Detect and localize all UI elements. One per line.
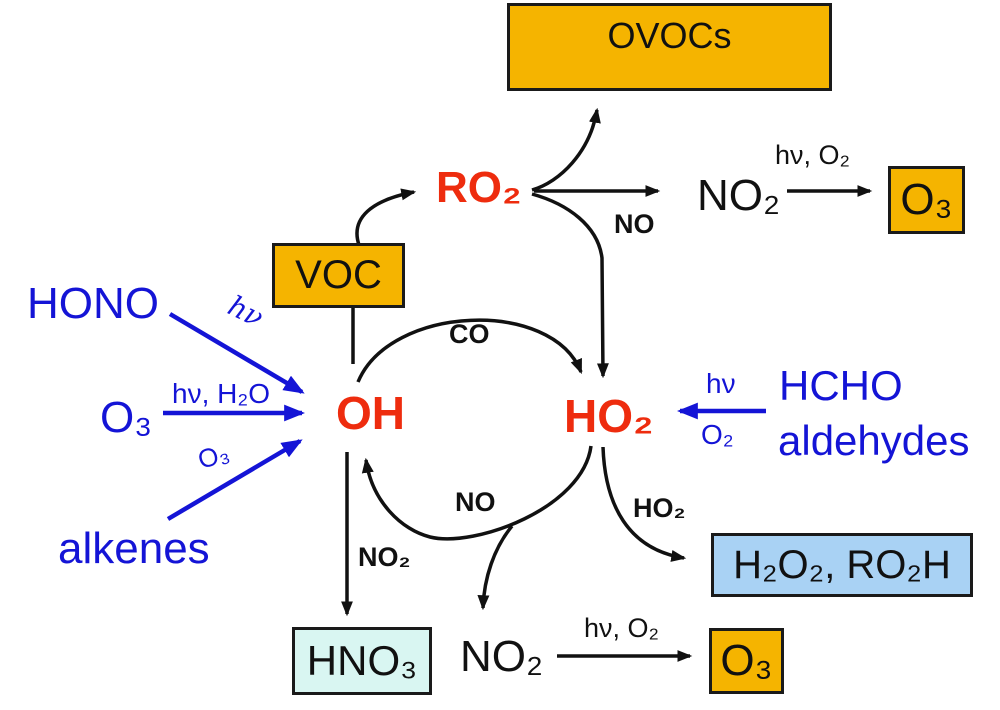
arrow-voc-to-ro2 [355, 188, 417, 246]
hno3-box-label: HNO₃ [306, 637, 418, 684]
no-ro2-label: NO [614, 209, 655, 239]
hv-h2o-label: hν, H₂O [172, 378, 270, 409]
hno3-box: HNO₃ [292, 627, 432, 695]
ovocs-box: OVOCs [507, 3, 832, 91]
ovocs-box-label: OVOCs [607, 15, 732, 56]
alkenes-label: alkenes [58, 524, 210, 573]
hono-label: HONO [27, 279, 159, 328]
voc-box: VOC [272, 243, 405, 308]
aldehydes-label: aldehydes [778, 417, 970, 464]
no2-oh-label: NO₂ [358, 542, 411, 572]
hv-o2-bottom-label: hν, O₂ [584, 613, 660, 643]
co-label: CO [449, 319, 490, 349]
oh-label: OH [336, 387, 405, 439]
arrow-ho2-to-oh-no-arc [361, 445, 593, 541]
no2-top-label: NO₂ [697, 171, 781, 220]
o2-hcho-label: O₂ [701, 419, 734, 450]
hv-hcho-label: hν [706, 368, 736, 399]
hcho-label: HCHO [779, 362, 903, 409]
no2-bottom-label: NO₂ [460, 632, 544, 681]
ho2-label: HO₂ [564, 390, 654, 442]
o3-box-top: O₃ [888, 166, 965, 234]
peroxides-box: H₂O₂, RO₂H [711, 533, 973, 597]
o3-box-top-label: O₃ [900, 175, 953, 224]
arrow-ro2-to-ovocs [531, 107, 601, 192]
no-cycle-label: NO [455, 487, 496, 517]
arrow-cycle-to-no2-bottom [477, 524, 514, 611]
arrow-ho2-to-peroxides [601, 446, 687, 562]
o3-box-bottom-label: O₃ [720, 636, 773, 685]
o3-box-bottom: O₃ [709, 628, 784, 694]
arrow-alkenes-to-oh [166, 439, 303, 521]
arrow-oh-to-ho2-co-arc [356, 318, 583, 383]
ro2-label: RO₂ [436, 163, 522, 212]
o3-source-label: O₃ [100, 393, 153, 442]
ho2-peroxide-label: HO₂ [633, 493, 686, 523]
voc-box-label: VOC [295, 253, 382, 297]
arrow-hono-to-oh [168, 312, 305, 394]
arrow-ro2-to-ho2 [531, 192, 609, 379]
hv-o2-top-label: hν, O₂ [775, 140, 851, 170]
peroxides-box-label: H₂O₂, RO₂H [733, 542, 951, 587]
